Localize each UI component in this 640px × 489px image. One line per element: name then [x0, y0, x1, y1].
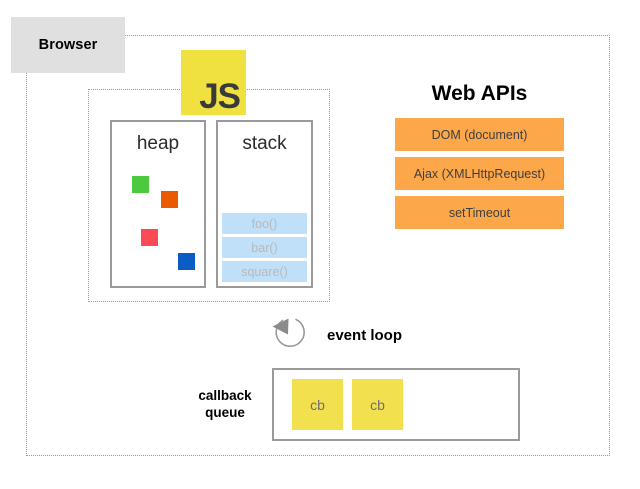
browser-label: Browser — [38, 37, 98, 53]
stack-panel: stack foo() bar() square() — [216, 120, 313, 288]
callback-queue-label-line2: queue — [205, 405, 245, 421]
callback-queue-label: callback queue — [186, 387, 264, 422]
heap-panel: heap — [110, 120, 206, 288]
callback-item: cb — [352, 379, 403, 430]
callback-queue-items: cb cb — [292, 379, 403, 430]
web-api-item-settimeout: setTimeout — [395, 196, 564, 229]
stack-frame: square() — [222, 261, 307, 282]
event-loop-label: event loop — [327, 327, 403, 344]
stack-frame: foo() — [222, 213, 307, 234]
heap-object-red — [141, 229, 158, 246]
browser-label-box: Browser — [11, 17, 125, 73]
web-apis-title: Web APIs — [431, 82, 528, 105]
web-api-item-dom: DOM (document) — [395, 118, 564, 151]
callback-queue-box: cb cb — [272, 368, 520, 441]
js-logo-label: JS — [199, 76, 241, 116]
stack-frame: bar() — [222, 237, 307, 258]
browser-boundary — [26, 35, 610, 456]
callback-queue-label-line1: callback — [198, 388, 252, 403]
heap-object-orange — [161, 191, 178, 208]
callback-item: cb — [292, 379, 343, 430]
js-logo: JS — [181, 50, 246, 115]
web-api-item-ajax: Ajax (XMLHttpRequest) — [395, 157, 564, 190]
heap-object-blue — [178, 253, 195, 270]
stack-title: stack — [242, 133, 287, 154]
heap-object-green — [132, 176, 149, 193]
stack-frame-list: foo() bar() square() — [222, 210, 307, 282]
web-apis-list: DOM (document) Ajax (XMLHttpRequest) set… — [395, 118, 564, 235]
heap-title: heap — [136, 133, 180, 154]
event-loop-icon — [269, 313, 313, 353]
